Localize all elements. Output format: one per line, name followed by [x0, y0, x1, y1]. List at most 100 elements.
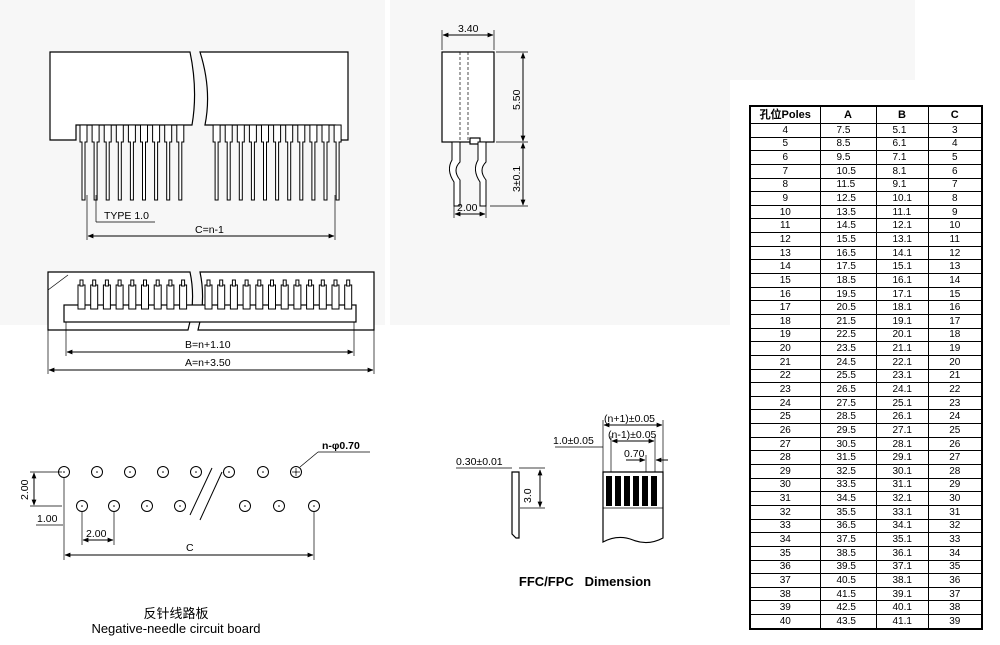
a-cell: 23.5 — [819, 341, 877, 356]
c-cell: 18 — [927, 327, 983, 343]
a-cell: 34.5 — [819, 491, 877, 506]
top-contact-tip — [219, 279, 224, 287]
poles-cell: 38 — [749, 586, 821, 602]
c-cell: 12 — [927, 245, 983, 261]
poles-cell: 7 — [749, 163, 821, 179]
poles-cell: 13 — [749, 245, 821, 261]
pcb-caption-cn: 反针线路板 — [143, 606, 208, 621]
front-pin — [261, 124, 269, 201]
a-cell: 18.5 — [819, 273, 877, 288]
poles-cell: 35 — [749, 545, 821, 561]
b-cell: 36.1 — [875, 545, 929, 561]
c-cell: 29 — [927, 477, 983, 493]
top-contact — [255, 284, 264, 310]
poles-cell: 5 — [749, 136, 821, 152]
b-cell: 37.1 — [875, 559, 929, 575]
top-contact-tip — [333, 279, 338, 287]
c-cell: 27 — [927, 450, 983, 466]
top-contact — [166, 284, 175, 310]
c-cell: 32 — [927, 518, 983, 534]
c-dimension-label: C=n-1 — [195, 224, 224, 236]
c-cell: 34 — [927, 545, 983, 561]
top-contact-tip — [104, 279, 109, 287]
b-cell: 6.1 — [875, 136, 929, 152]
pcb-holes — [58, 466, 320, 512]
a-cell: 16.5 — [819, 245, 877, 261]
b-cell: 33.1 — [875, 504, 929, 520]
top-contact-tip — [257, 279, 262, 287]
top-contact — [141, 284, 149, 310]
poles-cell: 4 — [749, 123, 821, 138]
b-cell: 27.1 — [875, 423, 929, 438]
housing-front-left — [49, 51, 196, 141]
top-contact — [280, 284, 289, 310]
b-cell: 5.1 — [875, 123, 929, 138]
top-contact-tip — [206, 279, 211, 287]
ffc-dimension: 0.30±0.01 3.0 (n+1)±0.05 (n-1)±0.05 1.0±… — [456, 413, 668, 589]
poles-cell: 30 — [749, 477, 821, 493]
top-contacts — [77, 279, 353, 310]
a-cell: 35.5 — [819, 504, 877, 520]
pin-length-label: 3±0.1 — [511, 166, 523, 192]
b-cell: 20.1 — [875, 327, 929, 343]
c-cell: 37 — [927, 586, 983, 602]
a-cell: 15.5 — [819, 232, 877, 247]
ffc-edge-label: 1.0±0.05 — [553, 435, 594, 447]
a-cell: 38.5 — [819, 545, 877, 561]
top-contact-tip — [270, 279, 274, 287]
c-cell: 30 — [927, 491, 983, 506]
hole-label: n-φ0.70 — [322, 440, 360, 452]
front-pin — [212, 124, 221, 201]
c-cell: 15 — [927, 286, 983, 302]
c-cell: 10 — [927, 218, 983, 234]
front-pin — [248, 124, 257, 201]
table-header-row: 孔位Poles A B C — [749, 105, 983, 124]
pcb-layout: n-φ0.70 2.00 1.00 2.00 C 反针线路板 Negative-… — [19, 440, 370, 636]
front-pin — [91, 124, 100, 201]
c-cell: 3 — [927, 123, 983, 138]
b-cell: 28.1 — [875, 436, 929, 452]
top-contact-tip — [92, 279, 97, 287]
b-cell: 35.1 — [875, 532, 929, 547]
a-cell: 41.5 — [819, 586, 877, 602]
pcb-hole-center — [195, 471, 197, 473]
front-pin — [140, 124, 148, 201]
a-cell: 22.5 — [819, 327, 877, 343]
ffc-conductor — [633, 476, 639, 506]
ffc-overall-label: (n+1)±0.05 — [604, 413, 655, 425]
header-a: A — [819, 105, 877, 124]
b-cell: 19.1 — [875, 313, 929, 329]
top-contact-tip — [181, 279, 186, 287]
b-cell: 41.1 — [875, 614, 929, 630]
pcb-hole-center — [129, 471, 131, 473]
poles-cell: 14 — [749, 259, 821, 275]
a-cell: 31.5 — [819, 450, 877, 466]
b-cell: 17.1 — [875, 286, 929, 302]
c-cell: 23 — [927, 395, 983, 411]
b-cell: 16.1 — [875, 273, 929, 288]
side-height-label: 5.50 — [511, 89, 523, 110]
top-contact — [204, 284, 213, 310]
front-pin — [164, 124, 173, 201]
front-pin — [273, 124, 282, 201]
a-cell: 36.5 — [819, 518, 877, 534]
front-pin — [285, 124, 294, 201]
front-pin — [297, 124, 306, 201]
offset-label: 1.00 — [37, 513, 58, 525]
pcb-hole-center — [146, 505, 148, 507]
front-pins — [79, 124, 342, 201]
top-contact — [153, 284, 162, 310]
a-cell: 8.5 — [819, 136, 877, 152]
c-cell: 39 — [927, 614, 983, 630]
b-cell: 31.1 — [875, 477, 929, 493]
poles-cell: 12 — [749, 232, 821, 247]
a-cell: 42.5 — [819, 600, 877, 616]
front-pin — [309, 124, 318, 201]
c-cell: 19 — [927, 341, 983, 356]
